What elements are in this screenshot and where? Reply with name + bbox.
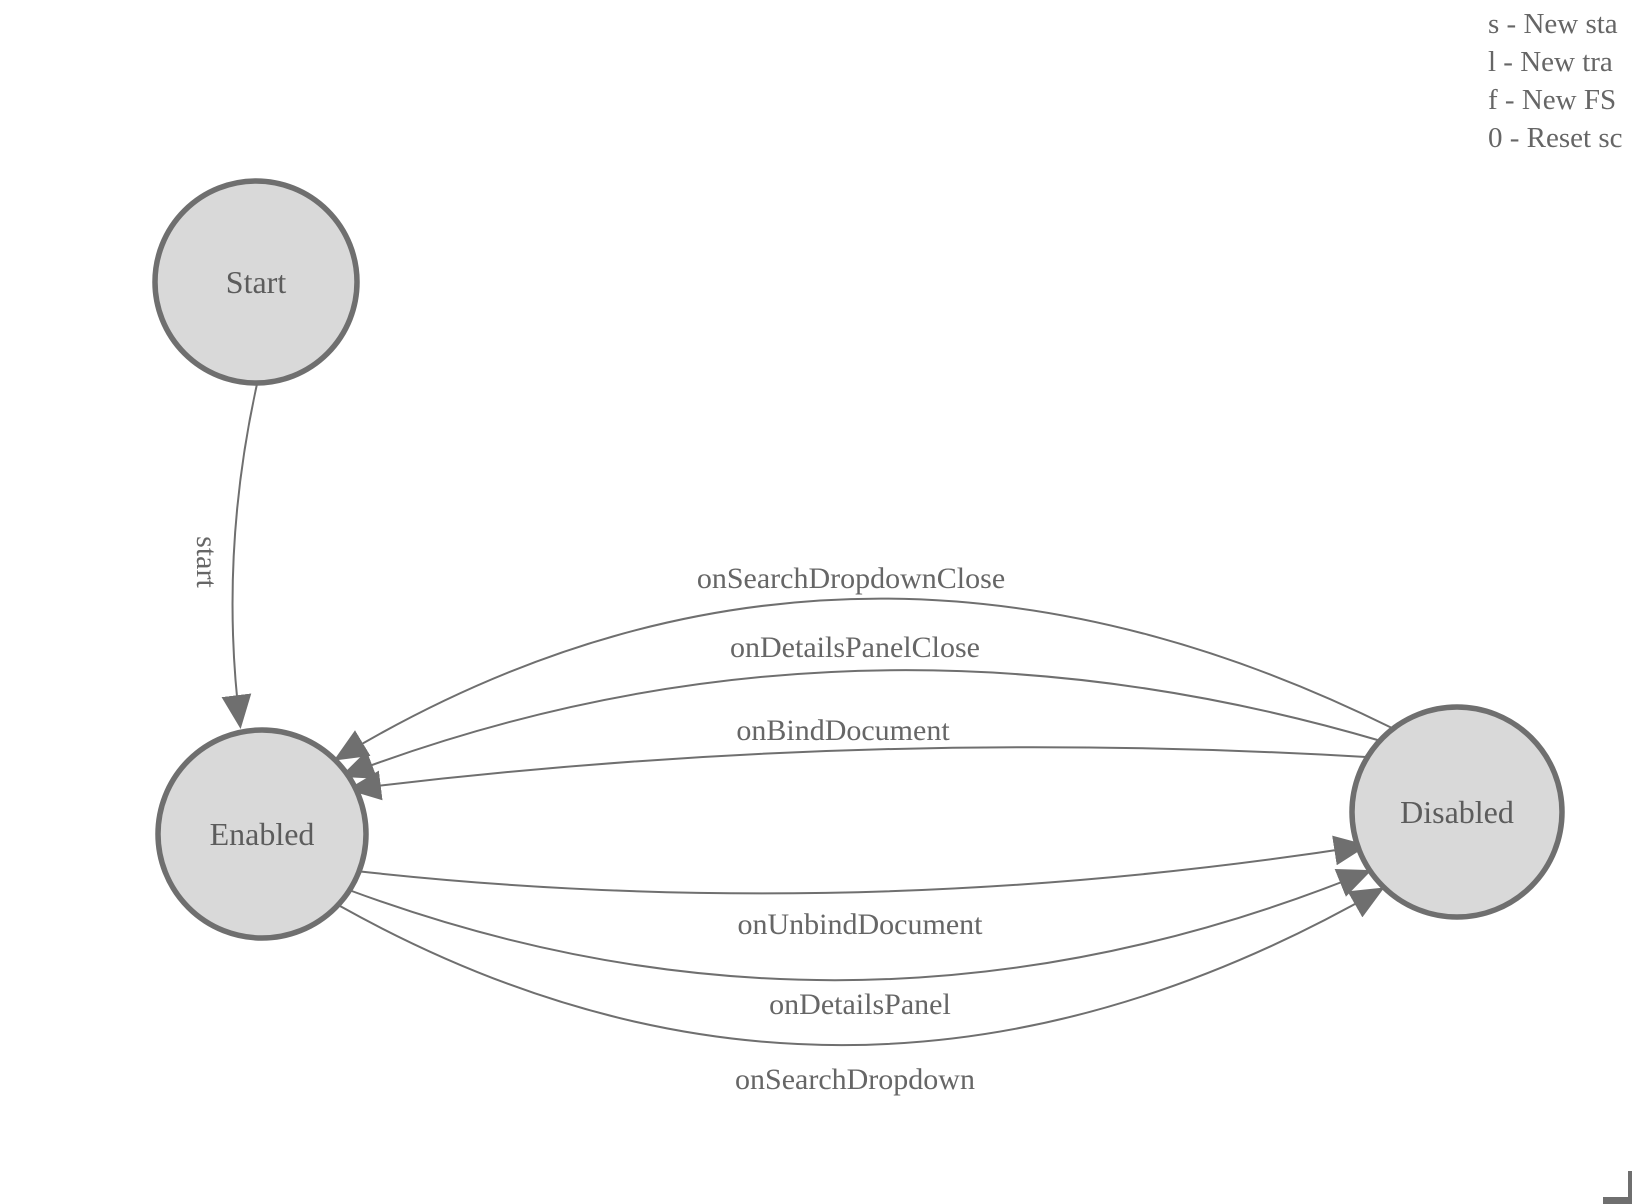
transition-label-onDetailsPanelClose[interactable]: onDetailsPanelClose xyxy=(730,631,980,664)
transition-label-onSearchDropdown[interactable]: onSearchDropdown xyxy=(735,1063,975,1096)
transition-path-onDetailsPanel[interactable] xyxy=(348,869,1372,982)
transition-label-start[interactable]: start xyxy=(190,536,223,588)
shortcut-line-new-state: s - New sta xyxy=(1488,8,1618,40)
state-node-disabled: Disabled xyxy=(1349,704,1565,920)
shortcut-line-new-fsm: f - New FS xyxy=(1488,84,1617,116)
transition-label-onSearchDropdownClose[interactable]: onSearchDropdownClose xyxy=(697,562,1005,595)
transition-label-onDetailsPanel[interactable]: onDetailsPanel xyxy=(769,988,951,1021)
state-label-start: Start xyxy=(226,264,287,300)
shortcut-help: s - New sta l - New tra f - New FS 0 - R… xyxy=(1488,0,1623,157)
canvas-resize-corner[interactable] xyxy=(1603,1171,1632,1204)
transition-onSearchDropdown: onSearchDropdown xyxy=(339,887,1385,1096)
resize-corner-horizontal-bar xyxy=(1603,1197,1632,1204)
state-circle-start[interactable] xyxy=(152,178,360,386)
state-node-enabled: Enabled xyxy=(155,727,369,941)
transitions-layer: start onSearchDropdownClose onDetailsPanel… xyxy=(190,383,1393,1096)
transition-path-onSearchDropdown[interactable] xyxy=(339,887,1385,1046)
transition-path-onSearchDropdownClose[interactable] xyxy=(333,597,1393,761)
transition-path-onBindDocument[interactable] xyxy=(346,746,1367,801)
state-node-start: Start xyxy=(152,178,360,386)
transition-path-onUnbindDocument[interactable] xyxy=(355,835,1369,895)
transition-start: start xyxy=(190,383,258,730)
shortcut-line-new-transition: l - New tra xyxy=(1488,46,1613,78)
transition-label-onBindDocument[interactable]: onBindDocument xyxy=(736,714,950,747)
state-circle-disabled[interactable] xyxy=(1349,704,1565,920)
transition-path-start[interactable] xyxy=(221,383,258,730)
transition-onBindDocument: onBindDocument xyxy=(346,714,1367,801)
resize-corner-vertical-bar xyxy=(1628,1171,1632,1204)
transition-onUnbindDocument: onUnbindDocument xyxy=(355,835,1369,941)
transition-onSearchDropdownClose: onSearchDropdownClose xyxy=(333,562,1393,761)
state-label-disabled: Disabled xyxy=(1400,794,1514,830)
transition-onDetailsPanel: onDetailsPanel xyxy=(348,869,1372,1021)
state-label-enabled: Enabled xyxy=(210,816,315,852)
transition-path-onDetailsPanelClose[interactable] xyxy=(340,669,1382,779)
transition-label-onUnbindDocument[interactable]: onUnbindDocument xyxy=(738,908,984,941)
shortcut-line-reset-scale: 0 - Reset sc xyxy=(1488,122,1623,154)
transition-onDetailsPanelClose: onDetailsPanelClose xyxy=(340,631,1382,779)
state-circle-enabled[interactable] xyxy=(155,727,369,941)
